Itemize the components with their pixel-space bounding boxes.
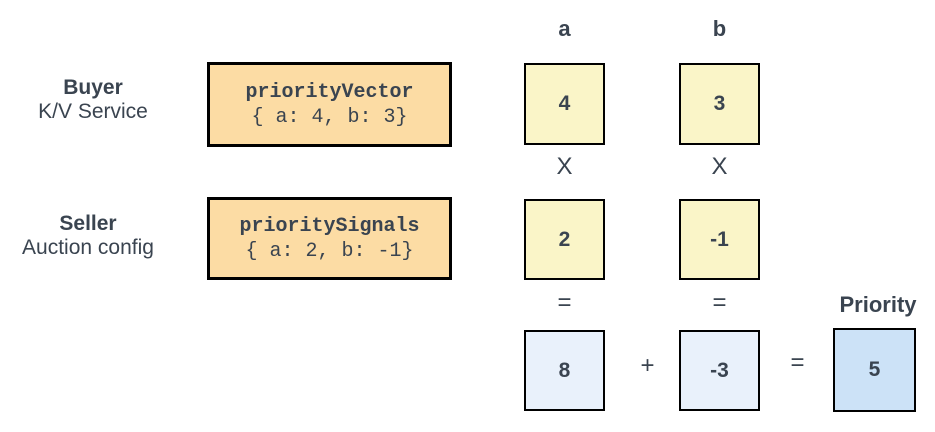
priority-label: Priority [839, 292, 917, 317]
buyer-b-cell: 3 [679, 63, 760, 145]
column-b-header: b [712, 16, 727, 41]
seller-code-value: { a: 2, b: -1} [245, 239, 414, 263]
seller-b-cell: -1 [679, 199, 760, 280]
buyer-label-block: Buyer K/V Service [5, 76, 181, 124]
equals-total: = [790, 349, 805, 376]
seller-title: Seller [59, 212, 117, 235]
buyer-code-value: { a: 4, b: 3} [251, 105, 408, 129]
plus-operator: + [640, 352, 655, 379]
seller-label-block: Seller Auction config [0, 212, 176, 260]
buyer-code-box: priorityVector { a: 4, b: 3} [207, 62, 452, 147]
column-a-header: a [558, 16, 571, 41]
seller-code-name: prioritySignals [239, 214, 420, 238]
seller-subtitle: Auction config [22, 236, 154, 259]
product-a-cell: 8 [524, 330, 605, 411]
product-b-cell: -3 [679, 330, 760, 411]
seller-a-cell: 2 [524, 199, 605, 280]
equals-a: = [557, 289, 572, 316]
equals-b: = [712, 289, 727, 316]
multiply-a: X [556, 153, 573, 180]
total-cell: 5 [833, 328, 916, 412]
seller-code-box: prioritySignals { a: 2, b: -1} [207, 197, 452, 280]
buyer-code-name: priorityVector [245, 80, 414, 104]
buyer-subtitle: K/V Service [38, 100, 148, 123]
buyer-title: Buyer [63, 76, 123, 99]
buyer-a-cell: 4 [524, 63, 605, 145]
multiply-b: X [711, 153, 728, 180]
